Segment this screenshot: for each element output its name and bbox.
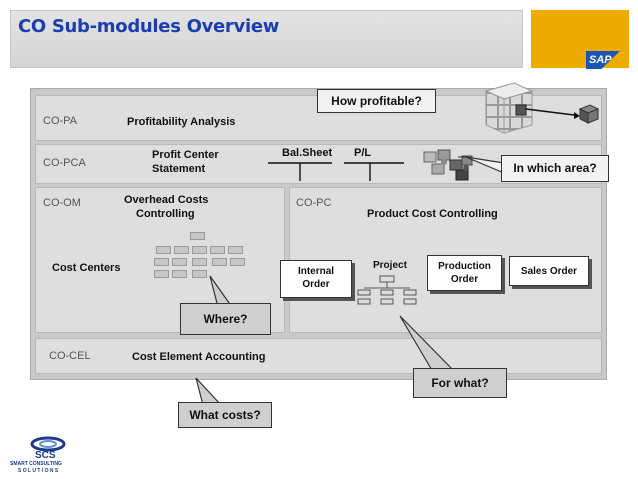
page-title: CO Sub-modules Overview [18, 16, 280, 37]
scs-swirl-icon [30, 436, 66, 452]
callout-for-what: For what? [413, 368, 507, 398]
data-cube-icon [484, 82, 600, 134]
callout-where: Where? [180, 303, 271, 335]
row-label-line1: Profit Center [152, 149, 219, 161]
row-label: Product Cost Controlling [367, 208, 498, 220]
title-bar [10, 10, 523, 68]
scs-line1: SMART CONSULTING [10, 461, 62, 467]
project-label: Project [373, 260, 407, 271]
row-label-line2: Controlling [136, 208, 195, 220]
project-structure-icon [357, 275, 417, 305]
internal-order-box: Internal Order [280, 260, 352, 298]
cost-center-hierarchy-icon [152, 232, 245, 284]
row-label: Cost Element Accounting [132, 351, 266, 363]
puzzle-pieces-icon [423, 149, 473, 181]
row-co-cel: CO-CEL Cost Element Accounting [35, 338, 602, 374]
brand-block [531, 10, 629, 68]
cost-centers-label: Cost Centers [52, 262, 121, 274]
sales-order-box: Sales Order [509, 256, 589, 286]
profit-loss-label: P/L [354, 147, 372, 159]
box-line: Order [450, 274, 479, 285]
box-line: Order [302, 279, 330, 290]
box-line: Internal [297, 266, 335, 277]
row-label-line1: Overhead Costs [124, 194, 209, 206]
callout-what-costs: What costs? [178, 402, 272, 428]
row-code: CO-OM [43, 197, 81, 209]
callout-how-profitable: How profitable? [317, 89, 436, 113]
callout-which-area: In which area? [501, 155, 609, 182]
account-t-lines [268, 162, 404, 181]
row-code: CO-CEL [49, 350, 91, 362]
row-code: CO-PA [43, 115, 78, 127]
box-line: Sales Order [520, 266, 578, 277]
scs-abbr: SCS [35, 450, 56, 461]
row-label-line2: Statement [152, 163, 206, 175]
production-order-box: Production Order [427, 255, 502, 291]
row-label: Profitability Analysis [127, 116, 236, 128]
scs-line2: S O L U T I O N S [18, 468, 59, 474]
balance-sheet-label: Bal.Sheet [282, 147, 333, 159]
box-line: Production [438, 261, 491, 272]
scs-logo: SCS SMART CONSULTING S O L U T I O N S [10, 436, 90, 476]
row-code: CO-PCA [43, 157, 86, 169]
row-code: CO-PC [296, 197, 332, 209]
